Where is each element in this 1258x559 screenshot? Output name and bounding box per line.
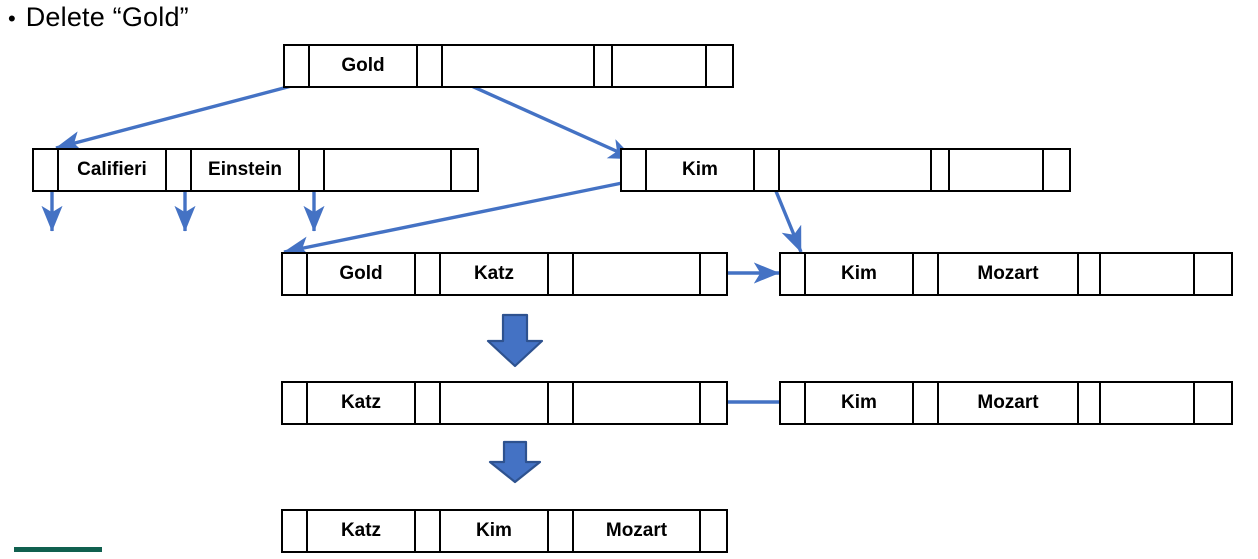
root-key-empty-2 (613, 46, 707, 86)
leaf-node-gold-katz: Gold Katz (281, 252, 728, 296)
leaf1-pointer-1 (416, 254, 441, 294)
leaf5-next-pointer (701, 511, 726, 551)
internal-left-pointer-3 (452, 150, 477, 190)
internal-right-key-empty-2 (950, 150, 1044, 190)
internal-right-key-empty-1 (780, 150, 932, 190)
leaf5-key-kim: Kim (441, 511, 549, 551)
leaf2-pointer-1 (914, 254, 939, 294)
leaf5-pointer-0 (283, 511, 308, 551)
leaf3-key-empty-2 (574, 383, 701, 423)
bullet-marker-icon: • (8, 6, 16, 31)
internal-right-pointer-2 (932, 150, 950, 190)
leaf-node-katz-kim-mozart: Katz Kim Mozart (281, 509, 728, 553)
leaf4-key-kim: Kim (806, 383, 914, 423)
internal-left-key-empty (325, 150, 452, 190)
leaf2-pointer-0 (781, 254, 806, 294)
leaf1-key-gold: Gold (308, 254, 416, 294)
internal-node-califieri-einstein: Califieri Einstein (32, 148, 479, 192)
leaf4-key-empty (1101, 383, 1195, 423)
leaf3-next-pointer (701, 383, 726, 423)
bullet-heading: • Delete “Gold” (8, 2, 189, 33)
leaf1-key-empty (574, 254, 701, 294)
page-title: Delete “Gold” (25, 2, 189, 32)
root-pointer-3 (707, 46, 732, 86)
root-key-gold: Gold (310, 46, 418, 86)
internal-node-kim: Kim (620, 148, 1071, 192)
internal-left-pointer-0 (34, 150, 59, 190)
leaf1-pointer-2 (549, 254, 574, 294)
leaf3-pointer-1 (416, 383, 441, 423)
footer-rule (14, 547, 102, 552)
leaf3-pointer-0 (283, 383, 308, 423)
leaf5-pointer-1 (416, 511, 441, 551)
leaf1-key-katz: Katz (441, 254, 549, 294)
leaf1-pointer-0 (283, 254, 308, 294)
internal-left-pointer-1 (167, 150, 192, 190)
leaf4-key-mozart: Mozart (939, 383, 1079, 423)
edge-root-to-internal-left (55, 82, 300, 152)
internal-left-key-califieri: Califieri (59, 150, 167, 190)
root-pointer-0 (285, 46, 310, 86)
internal-left-key-einstein: Einstein (192, 150, 300, 190)
leaf2-key-mozart: Mozart (939, 254, 1079, 294)
leaf3-pointer-2 (549, 383, 574, 423)
root-node: Gold (283, 44, 734, 88)
leaf-node-katz: Katz (281, 381, 728, 425)
leaf-node-kim-mozart-2: Kim Mozart (779, 381, 1233, 425)
internal-right-pointer-1 (755, 150, 780, 190)
leaf3-key-empty-1 (441, 383, 549, 423)
leaf4-pointer-0 (781, 383, 806, 423)
leaf2-key-kim: Kim (806, 254, 914, 294)
leaf4-pointer-2 (1079, 383, 1101, 423)
leaf5-key-katz: Katz (308, 511, 416, 551)
leaf1-next-pointer (701, 254, 726, 294)
internal-right-key-kim: Kim (647, 150, 755, 190)
internal-right-pointer-0 (622, 150, 647, 190)
leaf3-key-katz: Katz (308, 383, 416, 423)
leaf2-key-empty (1101, 254, 1195, 294)
leaf-node-kim-mozart: Kim Mozart (779, 252, 1233, 296)
leaf2-pointer-2 (1079, 254, 1101, 294)
root-key-empty-1 (443, 46, 595, 86)
internal-right-pointer-3 (1044, 150, 1069, 190)
leaf5-pointer-2 (549, 511, 574, 551)
root-pointer-1 (418, 46, 443, 86)
leaf4-pointer-1 (914, 383, 939, 423)
internal-left-pointer-2 (300, 150, 325, 190)
leaf4-next-pointer (1195, 383, 1231, 423)
root-pointer-2 (595, 46, 613, 86)
step-arrow-1 (486, 313, 544, 368)
step-arrow-2 (488, 440, 542, 484)
leaf2-next-pointer (1195, 254, 1231, 294)
leaf5-key-mozart: Mozart (574, 511, 701, 551)
